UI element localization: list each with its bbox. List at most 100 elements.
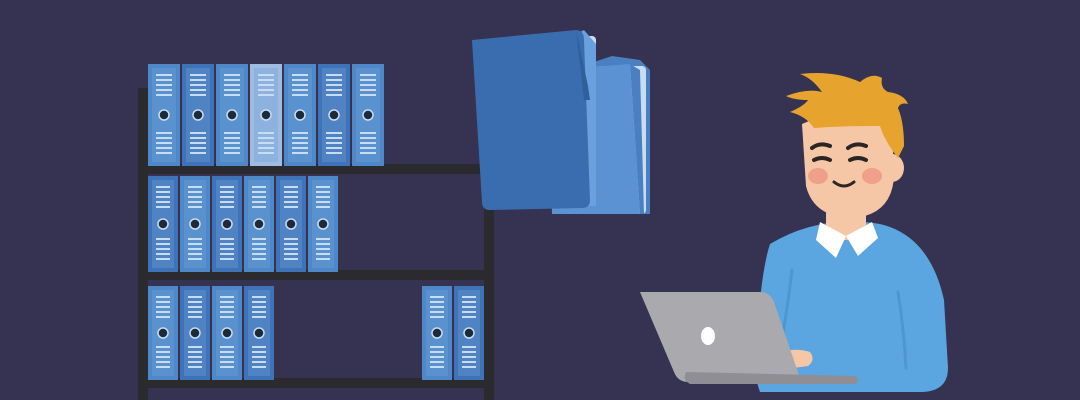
binder-ring [253, 218, 265, 230]
binder-label-line [220, 253, 234, 255]
binder-label-line [220, 301, 234, 303]
binder-ring [260, 109, 272, 121]
binder-ring [226, 109, 238, 121]
folder-front-body [472, 30, 590, 210]
binder-label-line [316, 258, 330, 260]
shirt [754, 221, 948, 392]
binder-label-line [156, 316, 170, 318]
binder-group [148, 64, 484, 380]
binder-label-line [284, 201, 298, 203]
collar-right [846, 222, 878, 256]
binder-label-line [220, 356, 234, 358]
smile [832, 180, 856, 188]
laptop-logo [701, 327, 715, 345]
binder-label-line [252, 196, 266, 198]
binder-label-line [292, 79, 308, 81]
binder-label-line [316, 243, 330, 245]
binder-ring [221, 218, 233, 230]
binder-label-line [258, 74, 274, 76]
binder-label-line [252, 361, 266, 363]
eyebrow-left [810, 142, 832, 150]
binder-label-line [252, 296, 266, 298]
binder-label-line [360, 147, 376, 149]
shirt-fold-right [896, 290, 908, 370]
binder-label-line [284, 196, 298, 198]
binder-label-line [220, 306, 234, 308]
binder-label-line [462, 311, 476, 313]
binder-label-line [188, 258, 202, 260]
binder-label-line [224, 137, 240, 139]
binder-label-line [224, 79, 240, 81]
eye-right [848, 156, 868, 162]
binder-ring [317, 218, 329, 230]
binder [352, 64, 384, 166]
binder-label-line [252, 238, 266, 240]
binder [308, 176, 338, 272]
binder-label-line [156, 142, 172, 144]
binder-label-line [188, 311, 202, 313]
binder-label-line [156, 306, 170, 308]
eye-left [812, 156, 832, 162]
binder-label-line [462, 366, 476, 368]
binder-label-line [188, 351, 202, 353]
binder-label-line [156, 74, 172, 76]
binder-label-line [188, 356, 202, 358]
binder-label-line [188, 196, 202, 198]
binder-label-line [292, 142, 308, 144]
binder-label-line [156, 366, 170, 368]
binder-label-line [190, 137, 206, 139]
binder-label-line [258, 79, 274, 81]
binder-label-line [462, 296, 476, 298]
binder-label-line [360, 84, 376, 86]
binder-label-line [156, 361, 170, 363]
binder-label-line [224, 147, 240, 149]
binder-label-line [156, 147, 172, 149]
binder-label-line [360, 94, 376, 96]
binder-label-line [462, 306, 476, 308]
binder-label-line [316, 206, 330, 208]
binder-label-line [188, 296, 202, 298]
binder-label-line [156, 84, 172, 86]
binder-label-line [252, 201, 266, 203]
binder [244, 286, 274, 380]
binder-label-line [156, 79, 172, 81]
binder-label-line [360, 89, 376, 91]
binder-ring [189, 218, 201, 230]
binder-label-line [190, 132, 206, 134]
binder-label-line [284, 248, 298, 250]
binder-label-line [326, 89, 342, 91]
binder-ring [463, 327, 475, 339]
eyebrow-right [846, 142, 868, 150]
binder [318, 64, 350, 166]
binder-label-line [462, 301, 476, 303]
binder-label-line [284, 258, 298, 260]
binder-label-line [252, 306, 266, 308]
binder-label-line [224, 152, 240, 154]
shelf-board-3 [138, 378, 494, 388]
binder-ring [157, 327, 169, 339]
binder-label-line [156, 132, 172, 134]
binder-ring [158, 109, 170, 121]
binder-label-line [188, 243, 202, 245]
hair [786, 73, 908, 158]
binder-label-line [224, 74, 240, 76]
binder-label-line [284, 186, 298, 188]
binder-ring [253, 327, 265, 339]
binder-label-line [292, 89, 308, 91]
binder [148, 64, 180, 166]
binder-label-line [292, 74, 308, 76]
binder-label-line [430, 311, 444, 313]
binder-label-line [156, 356, 170, 358]
binder-ring [294, 109, 306, 121]
binder-label-line [430, 296, 444, 298]
binder-label-line [360, 137, 376, 139]
binder-label-line [220, 346, 234, 348]
binder-label-line [190, 89, 206, 91]
binder-label-line [258, 132, 274, 134]
binder-label-line [326, 94, 342, 96]
binder-label-line [190, 147, 206, 149]
binder-label-line [292, 94, 308, 96]
binder-label-line [462, 361, 476, 363]
binder-label-line [430, 346, 444, 348]
binder-label-line [326, 142, 342, 144]
